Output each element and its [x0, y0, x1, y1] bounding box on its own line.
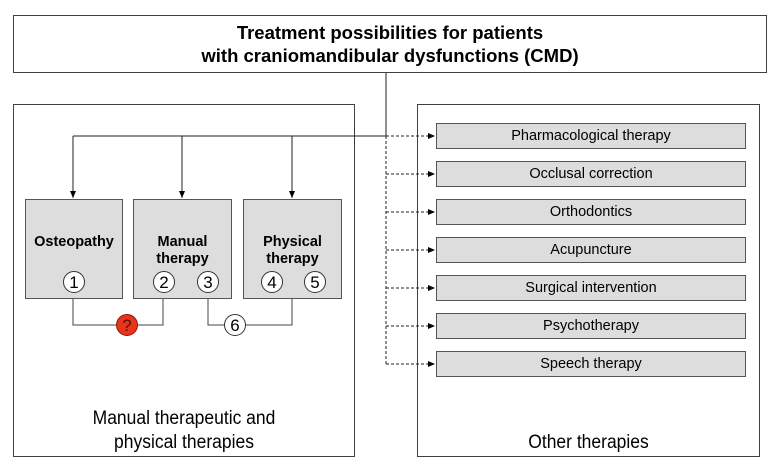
therapy-box-osteopathy: Osteopathy 1: [25, 199, 123, 299]
other-therapy-item: Pharmacological therapy: [436, 123, 746, 149]
therapy-title: Osteopathy: [34, 234, 114, 250]
therapy-box-manual-therapy: Manual therapy 2 3: [133, 199, 232, 299]
other-therapy-item: Psychotherapy: [436, 313, 746, 339]
other-therapy-item: Orthodontics: [436, 199, 746, 225]
number-badge: 2: [153, 271, 175, 293]
therapy-title-line-2: therapy: [156, 251, 209, 267]
therapy-box-physical-therapy: Physical therapy 4 5: [243, 199, 342, 299]
connector-3-6-45: [207, 298, 293, 326]
diagram-title: Treatment possibilities for patients wit…: [13, 15, 767, 73]
other-therapy-item: Speech therapy: [436, 351, 746, 377]
other-therapy-item: Acupuncture: [436, 237, 746, 263]
connector-6: 6: [224, 314, 246, 336]
number-badge: 5: [304, 271, 326, 293]
other-therapy-item: Surgical intervention: [436, 275, 746, 301]
other-therapies-panel-label: Other therapies: [528, 432, 649, 453]
manual-physical-panel-label: Manual therapeutic and physical therapie…: [28, 407, 341, 455]
title-line-1: Treatment possibilities for patients: [236, 22, 544, 43]
other-therapy-item: Occlusal correction: [436, 161, 746, 187]
panel-label-line-2: physical therapies: [114, 432, 254, 453]
therapy-title-line-2: therapy: [266, 251, 319, 267]
question-mark-connector: ?: [116, 314, 138, 336]
title-line-2: with craniomandibular dysfunctions (CMD): [201, 45, 579, 66]
number-badge: 4: [261, 271, 283, 293]
number-badge: 1: [63, 271, 85, 293]
therapy-title-line-1: Physical: [263, 234, 322, 250]
number-badge: 3: [197, 271, 219, 293]
therapy-title-line-1: Manual: [157, 234, 208, 250]
panel-label-line-1: Manual therapeutic and: [92, 408, 276, 429]
